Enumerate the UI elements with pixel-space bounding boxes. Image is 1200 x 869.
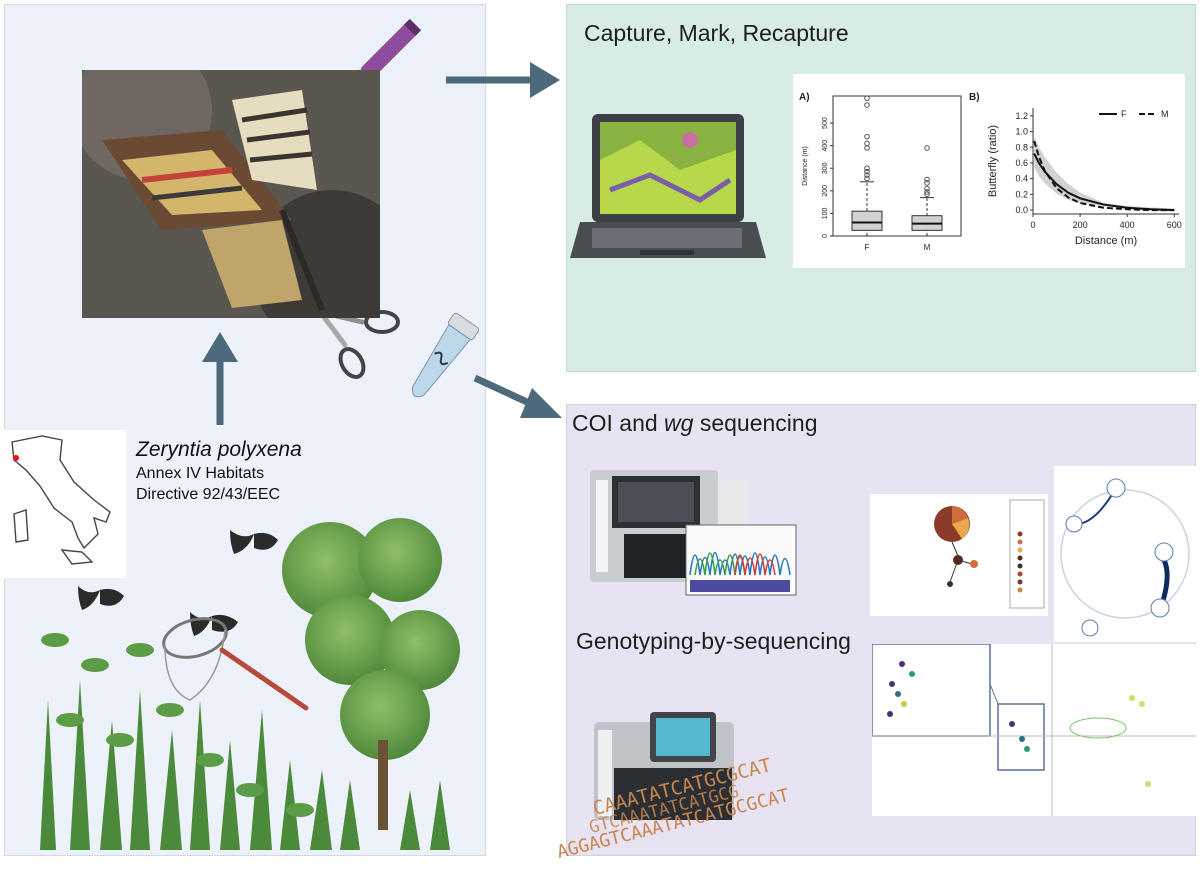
- butterfly-photo: [82, 70, 380, 318]
- chromatogram-icon: [685, 524, 797, 596]
- gbs-title: Genotyping-by-sequencing: [576, 628, 851, 654]
- chart-a-outlier: [864, 95, 870, 102]
- chart-b-xtick-label: 0: [1030, 220, 1035, 230]
- chart-b-legend-label: F: [1121, 109, 1127, 119]
- chart-a-outlier: [864, 133, 870, 140]
- leaves-illustration: [41, 633, 314, 817]
- chart-a-outlier: [924, 191, 930, 198]
- coi-wg-title: COI and wg sequencing: [572, 410, 818, 437]
- chart-a-category-label: M: [924, 243, 931, 252]
- grass-illustration: [40, 680, 450, 850]
- coi-title-wg: wg: [664, 410, 694, 436]
- arrow-to-capture-icon: [446, 62, 560, 98]
- chart-b-series-F: [1033, 153, 1175, 212]
- chart-b-series-M: [1033, 140, 1175, 212]
- capture-title: Capture, Mark, Recapture: [584, 20, 849, 46]
- species-name: Zeryntia polyxena: [136, 438, 302, 461]
- chart-b-ytick-label: 1.2: [1015, 111, 1028, 121]
- species-info: Zeryntia polyxena Annex IV Habitats Dire…: [136, 438, 302, 504]
- chart-a-ylabel: Distance (m): [802, 146, 809, 186]
- chart-a-outlier: [864, 102, 870, 108]
- chart-b-xlabel: Distance (m): [1075, 235, 1137, 247]
- chart-a-category-label: F: [865, 243, 870, 252]
- chart-b-legend-label: M: [1161, 109, 1169, 119]
- chart-b-ci-band: [1034, 136, 1175, 211]
- chart-a-box: [851, 210, 883, 231]
- chart-a-outlier: [924, 180, 930, 186]
- laptop-icon: [570, 114, 766, 258]
- chart-a-ytick-label: 0: [822, 234, 829, 238]
- chart-b-xtick-label: 600: [1167, 220, 1182, 230]
- coi-title-pre: COI and: [572, 410, 665, 436]
- chart-a-ytick-label: 100: [822, 207, 829, 219]
- gbs-sequencer-icon: [594, 712, 734, 820]
- chart-a-ytick-label: 300: [822, 162, 829, 174]
- sample-tube-icon: [411, 312, 480, 398]
- trees-illustration: [282, 518, 460, 830]
- chart-a-outlier: [864, 145, 870, 151]
- coi-title-post: sequencing: [693, 410, 818, 436]
- directive-label: Directive 92/43/EEC: [136, 486, 281, 503]
- butterfly-net-icon: [162, 617, 309, 711]
- chart-a-outlier: [924, 145, 930, 151]
- chart-b-ytick-label: 0.6: [1015, 158, 1028, 168]
- chart-b-ylabel: Butterfly (ratio): [987, 125, 999, 197]
- chart-a-panel-label: A): [799, 92, 810, 103]
- pca-plot: [871, 643, 1196, 816]
- italy-map: [2, 430, 126, 578]
- chart-a-outlier: [924, 176, 930, 183]
- chart-b-ytick-label: 0.8: [1015, 142, 1028, 152]
- chart-a-outlier: [864, 168, 870, 175]
- arrow-to-sequencing-icon: [473, 374, 562, 418]
- chart-b-xtick-label: 400: [1120, 220, 1135, 230]
- chart-b-xtick-label: 200: [1073, 220, 1088, 230]
- chart-b-panel-label: B): [969, 92, 980, 103]
- arrow-up-icon: [202, 332, 238, 425]
- chart-a-ytick-label: 400: [822, 140, 829, 152]
- location-marker-icon: [13, 455, 19, 461]
- chart-a-ytick-label: 500: [822, 117, 829, 129]
- chart-b-ytick-label: 0.0: [1015, 205, 1028, 215]
- chart-a-outlier: [864, 165, 870, 172]
- chart-a-outlier: [864, 140, 870, 147]
- gene-flow-network: [1054, 466, 1196, 642]
- chart-a-frame: [832, 95, 962, 237]
- chart-b-ytick-label: 0.2: [1015, 189, 1028, 199]
- chart-a-ytick-label: 200: [822, 185, 829, 197]
- chart-a-outlier: [864, 175, 870, 182]
- chart-a-outlier: [864, 172, 870, 178]
- chart-a-outlier: [924, 185, 930, 192]
- chart-a-outlier: [924, 189, 930, 195]
- chart-b-ytick-label: 0.4: [1015, 174, 1028, 184]
- haplotype-network: [870, 494, 1048, 616]
- habitats-annex: Annex IV Habitats: [136, 465, 265, 482]
- chart-b-ytick-label: 1.0: [1015, 127, 1028, 137]
